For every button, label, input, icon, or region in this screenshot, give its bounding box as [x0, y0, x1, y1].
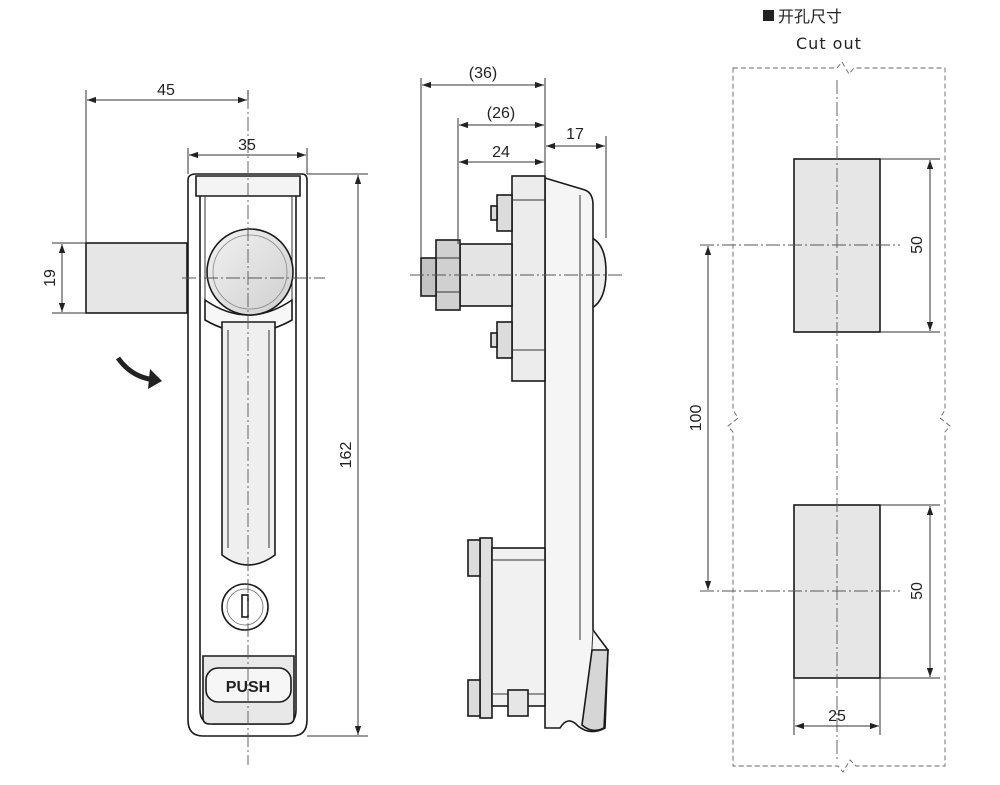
side-screw-top [496, 194, 513, 232]
dim-26: (26) [487, 105, 515, 122]
keyhole-icon [241, 594, 249, 618]
dim-36: (36) [469, 65, 497, 82]
side-handle-lip [581, 649, 609, 732]
dim-50-top: 50 [909, 236, 926, 254]
dim-24: 24 [492, 144, 510, 161]
title-en: Cut out [796, 34, 862, 53]
dim-19: 19 [42, 269, 59, 287]
cutout-title: 开孔尺寸 Cut out [763, 7, 862, 53]
title-square-icon [763, 10, 774, 21]
ext-36 [420, 78, 546, 258]
push-label: PUSH [226, 679, 270, 696]
side-screw-top-head [490, 205, 498, 221]
ext-25 [793, 678, 881, 735]
dim-25: 25 [828, 708, 846, 725]
side-screw-bottom-head [490, 332, 498, 348]
dim-50-bottom: 50 [909, 582, 926, 600]
ext-19 [52, 242, 86, 314]
side-lock-body [491, 547, 546, 707]
side-lock-screw-top [467, 539, 481, 577]
dim-35: 35 [238, 137, 256, 154]
side-dimensions: (36) (26) 24 17 [420, 65, 607, 258]
dim-162: 162 [338, 442, 355, 469]
dim-100: 100 [688, 405, 705, 432]
side-knob-profile [591, 236, 607, 310]
ext-162 [307, 173, 368, 737]
push-knob-inner [212, 234, 288, 310]
side-lock-screw-bottom [467, 679, 481, 717]
push-button [205, 667, 292, 703]
rotate-arrow-head [148, 369, 162, 389]
latch-bolt [85, 242, 188, 314]
ext-35 [187, 148, 308, 174]
side-detail-lines [436, 199, 545, 351]
side-view [410, 175, 625, 733]
front-dimensions: 45 35 19 162 [42, 82, 368, 737]
side-screw-bottom [496, 321, 513, 359]
cutout-view [700, 61, 951, 773]
front-view: PUSH [85, 95, 325, 765]
title-cn: 开孔尺寸 [778, 7, 842, 26]
handle-grip-slot [221, 321, 276, 566]
side-handle-body [544, 176, 609, 733]
dim-45: 45 [157, 82, 175, 99]
lock-cylinder-ring [226, 588, 264, 626]
side-nut-cap [420, 257, 437, 297]
side-top-flange [511, 175, 546, 382]
cutout-panel-outline [727, 61, 951, 773]
dim-17: 17 [566, 126, 584, 143]
grip-slot-inner [227, 330, 270, 548]
ext-50-bottom [880, 504, 940, 679]
ext-50-top [880, 158, 940, 333]
side-lock-flange [479, 537, 493, 719]
cutout-dimensions: 50 50 100 25 [688, 158, 940, 735]
push-knob [206, 228, 294, 316]
side-lock-cam [507, 689, 529, 717]
